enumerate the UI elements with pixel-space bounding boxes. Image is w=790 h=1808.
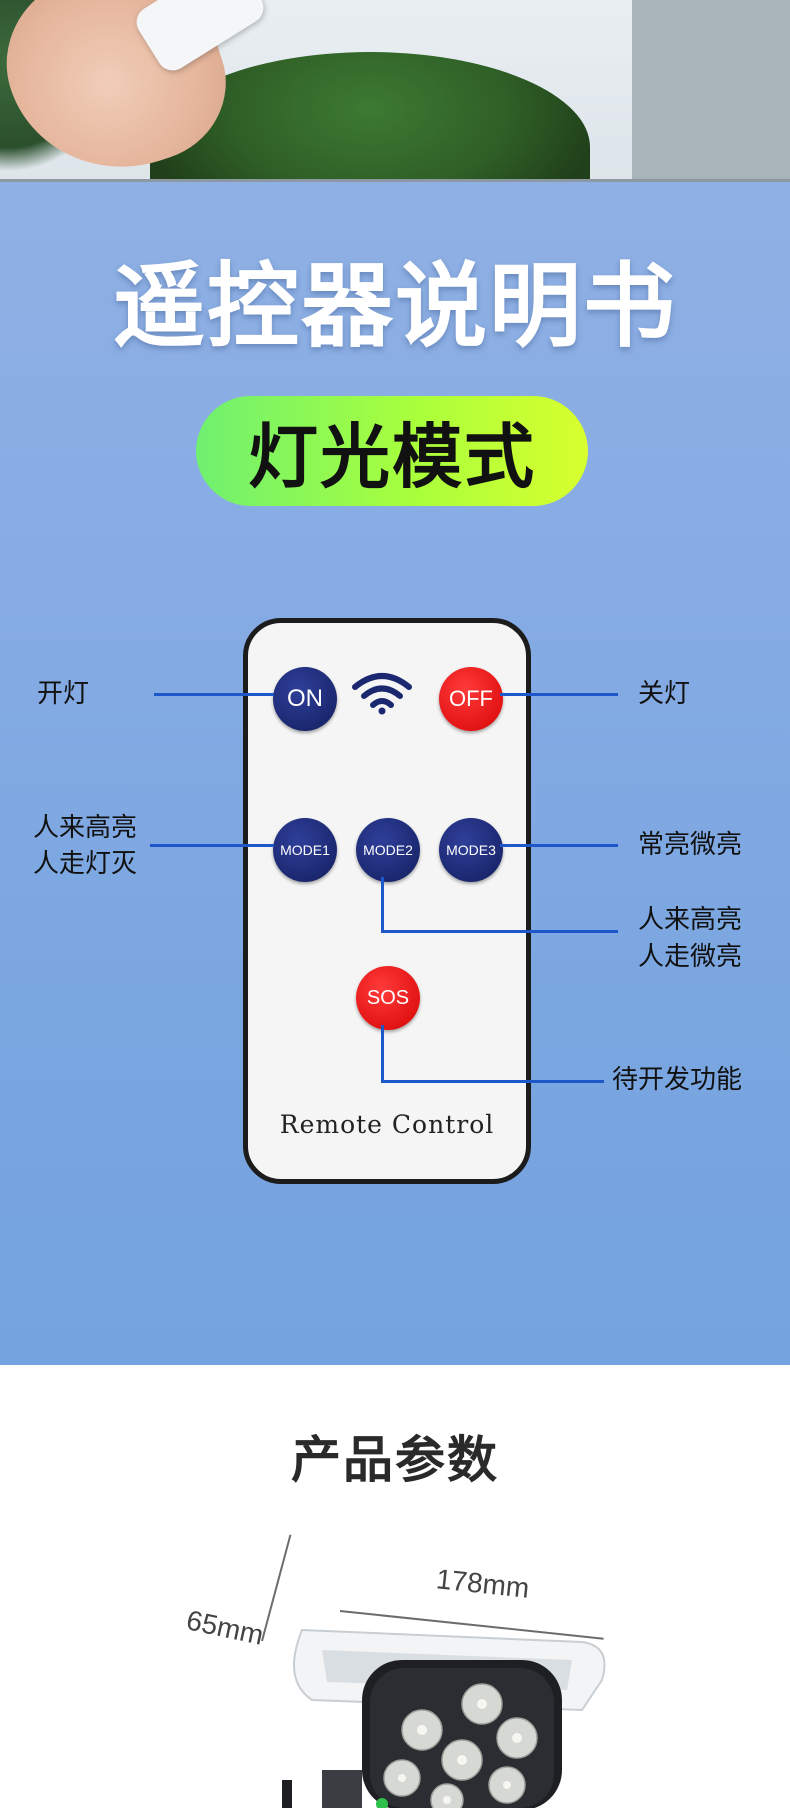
product-params-title: 产品参数 [291,1431,499,1489]
mode2-label-line1: 人来高亮 [638,905,743,935]
remote-control-illustration: ON OFF MODE1 MODE2 MODE3 SOS Remote Cont… [243,618,531,1184]
mode2-pointer-line-vertical [381,877,384,933]
mode2-button: MODE2 [356,818,420,882]
mode1-label-line2: 人走灯灭 [33,849,138,879]
mode1-button: MODE1 [273,818,337,882]
off-button: OFF [439,667,503,731]
off-label: 关灯 [638,679,691,709]
on-label: 开灯 [37,679,90,709]
mode3-pointer-line [500,844,618,847]
wifi-icon [352,673,412,715]
height-dimension-label: 65mm [183,1604,267,1651]
mode2-pointer-line-horizontal [381,930,618,933]
sos-pointer-line-vertical [381,1025,384,1083]
section-divider [0,179,790,182]
mode3-button: MODE3 [439,818,503,882]
remote-brand-text: Remote Control [279,1110,495,1139]
sos-button: SOS [356,966,420,1030]
off-pointer-line [500,693,618,696]
sos-pointer-line-horizontal [381,1080,604,1083]
remote-manual-section: 遥控器说明书 灯光模式 ON OFF MODE1 MODE2 MODE3 SOS… [0,182,790,1365]
on-pointer-line [154,693,274,696]
width-dimension-label: 178mm [434,1563,531,1604]
light-mode-label: 灯光模式 [248,415,536,498]
light-mode-pill: 灯光模式 [196,396,588,506]
solar-camera-light-image [282,1628,606,1808]
mode3-label: 常亮微亮 [638,830,743,860]
top-photo-banner [0,0,790,182]
mode1-label-line1: 人来高亮 [33,813,138,843]
mode1-pointer-line [150,844,274,847]
manual-title: 遥控器说明书 [112,253,677,360]
sos-label: 待开发功能 [612,1065,743,1095]
mode2-label-line2: 人走微亮 [638,942,743,972]
on-button: ON [273,667,337,731]
wall-image [632,0,790,182]
